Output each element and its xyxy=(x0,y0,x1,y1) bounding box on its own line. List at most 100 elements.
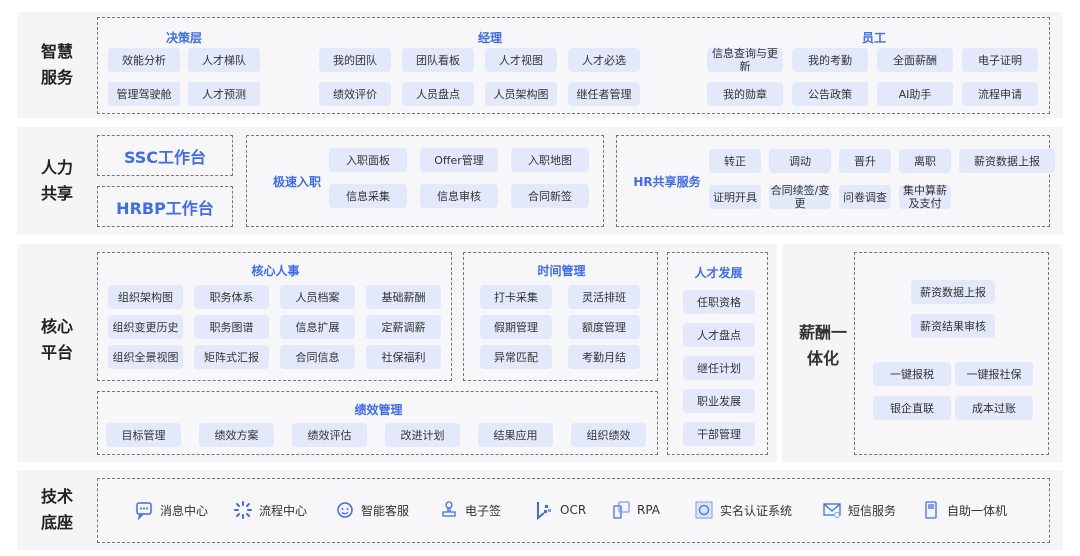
feature-chip[interactable]: 团队看板 xyxy=(402,48,474,72)
feature-chip[interactable]: 合同信息 xyxy=(280,345,355,369)
time-management-box: 时间管理 打卡采集灵活排班假期管理额度管理异常匹配考勤月结 xyxy=(463,252,658,381)
feature-chip[interactable]: 信息查询与更新 xyxy=(707,47,783,73)
feature-chip[interactable]: 效能分析 xyxy=(108,48,180,72)
feature-chip[interactable]: 管理驾驶舱 xyxy=(108,82,180,106)
feature-chip[interactable]: 入职面板 xyxy=(329,148,407,172)
feature-chip[interactable]: 灵活排班 xyxy=(568,285,640,309)
feature-chip[interactable]: 流程申请 xyxy=(962,82,1038,106)
salary-box: 薪资数据上报薪资结果审核一键报税一键报社保银企直联成本过账 xyxy=(854,252,1049,455)
feature-chip[interactable]: 我的团队 xyxy=(319,48,391,72)
feature-chip[interactable]: 改进计划 xyxy=(385,423,460,447)
feature-chip[interactable]: 人员盘点 xyxy=(402,82,474,106)
tech-item[interactable]: 短信服务 xyxy=(822,500,896,520)
feature-chip[interactable]: 继任计划 xyxy=(683,356,755,380)
feature-chip[interactable]: 信息扩展 xyxy=(280,315,355,339)
feature-chip[interactable]: 人才梯队 xyxy=(188,48,260,72)
tech-item[interactable]: 电子签 xyxy=(439,500,501,520)
decision-title: 决策层 xyxy=(165,31,202,45)
feature-chip[interactable]: 绩效评价 xyxy=(319,82,391,106)
feature-chip[interactable]: 定薪调薪 xyxy=(366,315,441,339)
feature-chip[interactable]: 组织架构图 xyxy=(108,285,183,309)
tech-item[interactable]: 消息中心 xyxy=(134,500,208,520)
feature-chip[interactable]: 我的考勤 xyxy=(792,48,868,72)
row-label: 技术底座 xyxy=(40,487,73,532)
feature-chip[interactable]: 电子证明 xyxy=(962,48,1038,72)
row-core-platform: 核心平台 核心人事 组织架构图职务体系人员档案基础薪酬组织变更历史职务图谱信息扩… xyxy=(17,244,777,462)
feature-chip[interactable]: 结果应用 xyxy=(478,423,553,447)
chip-grid: 打卡采集灵活排班假期管理额度管理异常匹配考勤月结 xyxy=(480,285,640,369)
feature-chip[interactable]: 任职资格 xyxy=(683,290,755,314)
feature-chip[interactable]: 入职地图 xyxy=(511,148,589,172)
feature-chip[interactable]: 人员架构图 xyxy=(485,82,557,106)
feature-chip[interactable]: 绩效方案 xyxy=(199,423,274,447)
feature-chip[interactable]: 成本过账 xyxy=(955,396,1033,420)
ssc-workbench[interactable]: SSC工作台 xyxy=(97,135,233,176)
chip-grid: 目标管理绩效方案绩效评估改进计划结果应用组织绩效 xyxy=(106,423,646,447)
feature-chip[interactable]: 社保福利 xyxy=(366,345,441,369)
feature-chip[interactable]: 合同新签 xyxy=(511,184,589,208)
hrbp-workbench[interactable]: HRBP工作台 xyxy=(97,186,233,227)
feature-chip[interactable]: 目标管理 xyxy=(106,423,181,447)
feature-chip[interactable]: 额度管理 xyxy=(568,315,640,339)
feature-chip[interactable]: 矩阵式汇报 xyxy=(194,345,269,369)
feature-chip[interactable]: 人员档案 xyxy=(280,285,355,309)
tech-item-label: 自助一体机 xyxy=(947,503,1008,518)
feature-chip[interactable]: 转正 xyxy=(709,149,761,173)
tech-item[interactable]: RPA xyxy=(611,500,660,520)
tech-item[interactable]: 智能客服 xyxy=(335,500,409,520)
feature-chip[interactable]: 职务图谱 xyxy=(194,315,269,339)
feature-chip[interactable]: 离职 xyxy=(899,149,951,173)
feature-chip[interactable]: 银企直联 xyxy=(873,396,951,420)
feature-chip[interactable]: 薪资数据上报 xyxy=(911,280,995,304)
feature-chip[interactable]: 职业发展 xyxy=(683,389,755,413)
tech-box: 消息中心 流程中心 智能客服 电子签 OCR RPA 实名认证系统 短信服务 自助一体机 xyxy=(97,478,1050,543)
feature-chip[interactable]: 组织绩效 xyxy=(571,423,646,447)
feature-chip[interactable]: 组织全景视图 xyxy=(108,345,183,369)
hr-shared-service-box: HR共享服务 转正调动晋升离职薪资数据上报证明开具合同续签/变更问卷调查集中算薪… xyxy=(616,135,1055,227)
sms-icon xyxy=(823,503,841,518)
feature-chip[interactable]: 基础薪酬 xyxy=(366,285,441,309)
feature-chip[interactable]: 组织变更历史 xyxy=(108,315,183,339)
feature-chip[interactable]: 信息采集 xyxy=(329,184,407,208)
feature-chip[interactable]: 打卡采集 xyxy=(480,285,552,309)
feature-chip[interactable]: 职务体系 xyxy=(194,285,269,309)
feature-chip[interactable]: Offer管理 xyxy=(420,148,498,172)
feature-chip[interactable]: 集中算薪及支付 xyxy=(899,184,951,210)
feature-chip[interactable]: 假期管理 xyxy=(480,315,552,339)
row-label: 核心平台 xyxy=(40,317,73,362)
feature-chip[interactable]: 公告政策 xyxy=(792,82,868,106)
tech-item-label: RPA xyxy=(637,503,661,517)
feature-chip[interactable]: AI助手 xyxy=(877,82,953,106)
feature-chip[interactable]: 一键报社保 xyxy=(955,362,1033,386)
feature-chip[interactable]: 调动 xyxy=(769,149,831,173)
tech-item[interactable]: 流程中心 xyxy=(233,500,307,520)
feature-chip[interactable]: 人才盘点 xyxy=(683,323,755,347)
feature-chip[interactable]: 证明开具 xyxy=(709,185,761,209)
feature-chip[interactable]: 人才必选 xyxy=(568,48,640,72)
chip-grid: 我的团队团队看板人才视图人才必选绩效评价人员盘点人员架构图继任者管理 xyxy=(319,48,640,106)
feature-chip[interactable]: 绩效评估 xyxy=(292,423,367,447)
chip-grid: 信息查询与更新我的考勤全面薪酬电子证明我的勋章公告政策 AI助手流程申请 xyxy=(707,47,1038,106)
feature-chip[interactable]: 一键报税 xyxy=(873,362,951,386)
feature-chip[interactable]: 异常匹配 xyxy=(480,345,552,369)
feature-chip[interactable]: 人才预测 xyxy=(188,82,260,106)
feature-chip[interactable]: 人才视图 xyxy=(485,48,557,72)
feature-chip[interactable]: 合同续签/变更 xyxy=(769,184,831,210)
time-management-title: 时间管理 xyxy=(537,264,586,278)
feature-chip[interactable]: 干部管理 xyxy=(683,422,755,446)
tech-item[interactable]: OCR xyxy=(534,500,586,520)
tech-item[interactable]: 实名认证系统 xyxy=(694,500,792,520)
smart-service-box: 决策层 效能分析人才梯队管理驾驶舱人才预测 经理 我的团队团队看板人才视图人才必… xyxy=(97,17,1050,114)
feature-chip[interactable]: 考勤月结 xyxy=(568,345,640,369)
feature-chip[interactable]: 信息审核 xyxy=(420,184,498,208)
rpa-icon xyxy=(613,501,630,519)
feature-chip[interactable]: 晋升 xyxy=(839,149,891,173)
feature-chip[interactable]: 我的勋章 xyxy=(707,82,783,106)
feature-chip[interactable]: 全面薪酬 xyxy=(877,48,953,72)
feature-chip[interactable]: 继任者管理 xyxy=(568,82,640,106)
feature-chip[interactable]: 薪资结果审核 xyxy=(911,314,995,338)
feature-chip[interactable]: 问卷调查 xyxy=(839,185,891,209)
feature-chip[interactable]: 薪资数据上报 xyxy=(959,149,1055,173)
tech-item[interactable]: 自助一体机 xyxy=(921,500,1007,520)
